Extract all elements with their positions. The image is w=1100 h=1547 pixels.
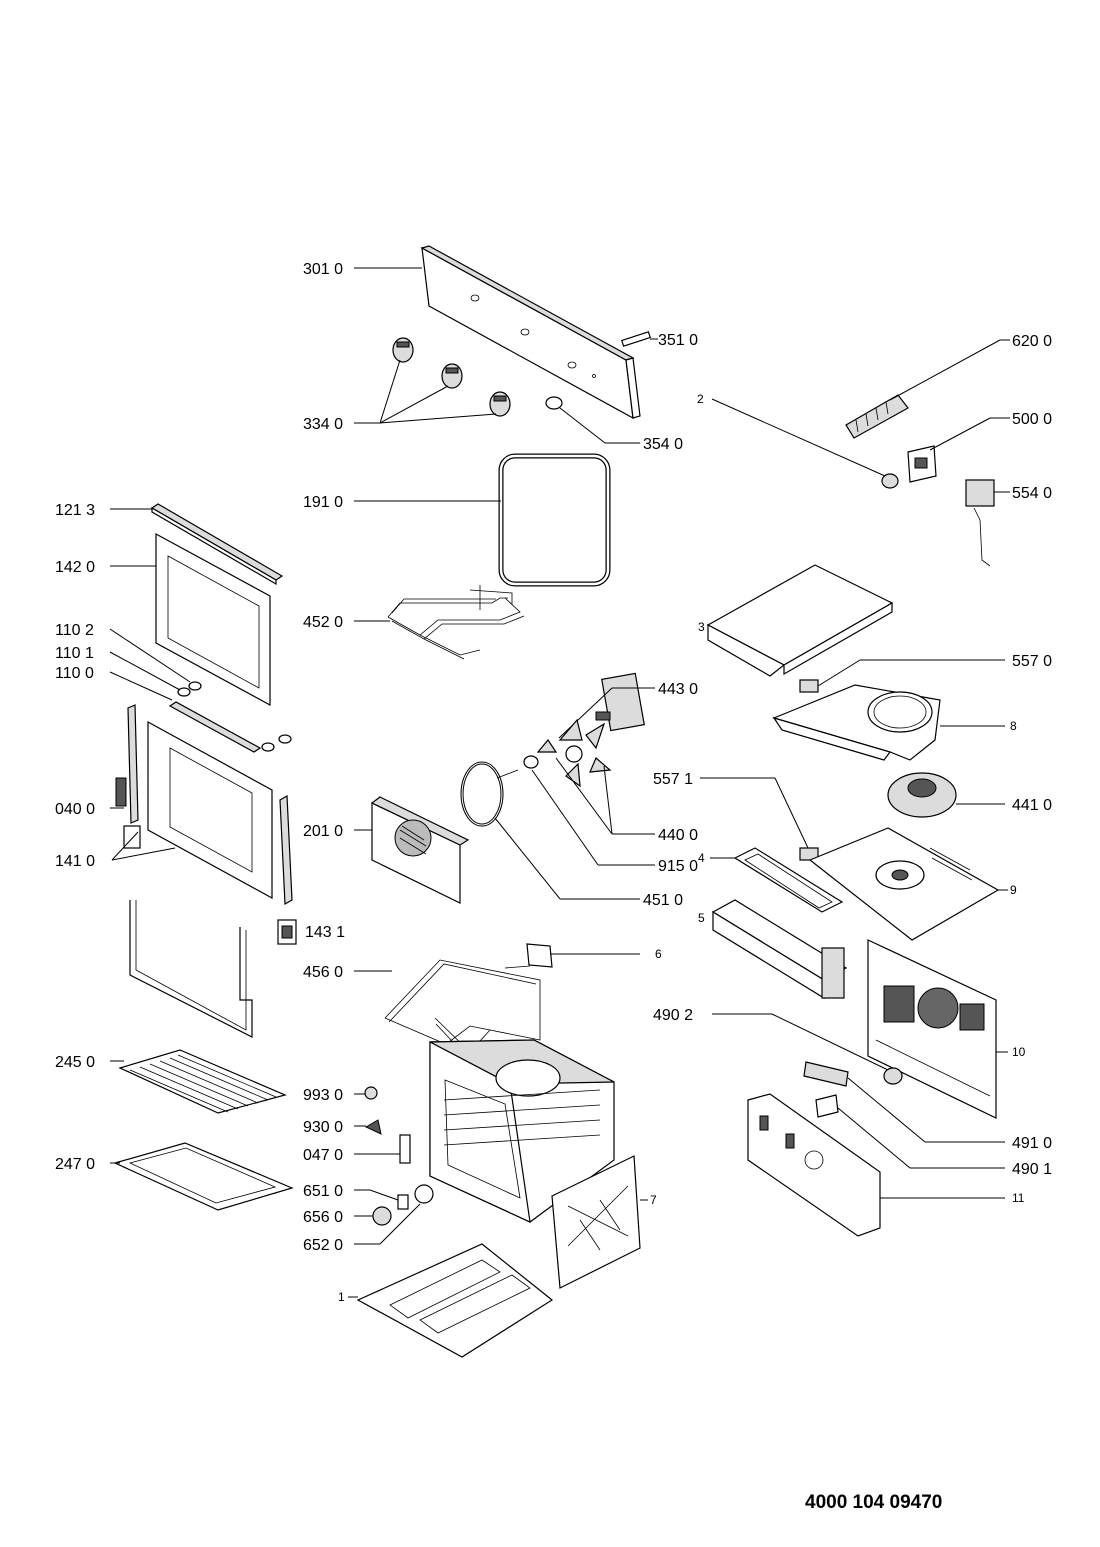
document-number: 4000 104 09470 [805,1492,943,1513]
side-duct-part [711,899,848,1000]
callout-2: 2 [697,392,704,406]
control-panel-part [420,245,641,420]
callout-354-0: 354 0 [643,436,683,453]
callout-557-0: 557 0 [1012,653,1052,670]
bracket-part [526,943,553,968]
wire-shelf-part [118,1049,287,1114]
fan-motor-part [595,672,645,732]
fan-blade-part [536,718,612,788]
callout-620-0: 620 0 [1012,333,1052,350]
callout-490-1: 490 1 [1012,1161,1052,1178]
bottom-panel-part [356,1243,554,1358]
thermal-cutout-part [799,847,819,861]
selector-switch-part [907,445,937,483]
cavity-top-panel-part [808,827,1000,941]
control-bracket-part [747,1093,881,1237]
washer-part [177,681,292,752]
callout-440-0: 440 0 [658,827,698,844]
callout-110-0: 110 0 [55,665,94,682]
callout-191-0: 191 0 [303,494,343,511]
lamp-parts [372,1184,434,1226]
callout-930-0: 930 0 [303,1119,343,1136]
door-top-strip-part [150,503,284,586]
callout-443-0: 443 0 [658,681,698,698]
grill-element-part [387,585,525,660]
button-part [545,396,563,410]
door-frame-part [129,900,253,1038]
door-clip-part [277,919,297,945]
callout-491-0: 491 0 [1012,1135,1052,1152]
thermostat-part [965,479,995,567]
callout-8: 8 [1010,719,1017,733]
callout-121-3: 121 3 [55,502,95,519]
callout-9: 9 [1010,883,1017,897]
gasket-part [498,453,611,587]
back-wall-part [867,939,997,1119]
small-fixing-parts [364,1086,411,1164]
callout-201-0: 201 0 [303,823,343,840]
callout-3: 3 [698,620,705,634]
callout-1: 1 [338,1290,345,1304]
callout-334-0: 334 0 [303,416,343,433]
pin-part [621,331,651,347]
callout-451-0: 451 0 [643,892,683,909]
callout-047-0: 047 0 [303,1147,343,1164]
callout-651-0: 651 0 [303,1183,343,1200]
callout-915-0: 915 0 [658,858,698,875]
door-switch-part [883,1067,903,1085]
callout-110-1: 110 1 [55,645,94,662]
switch-part [815,1094,839,1118]
air-duct-part [733,847,844,913]
outer-door-glass-part [155,532,271,707]
callout-5: 5 [698,911,705,925]
callout-10: 10 [1012,1045,1026,1059]
inner-door-glass-part [147,720,293,906]
callout-245-0: 245 0 [55,1054,95,1071]
callout-11: 11 [1012,1191,1025,1205]
callout-4: 4 [698,851,705,865]
ring-heating-element-part [460,761,519,827]
top-cover-part [706,564,894,677]
callout-040-0: 040 0 [55,801,95,818]
thermal-cutout-part [799,679,819,693]
oven-cavity-part [429,1039,615,1224]
callout-656-0: 656 0 [303,1209,343,1226]
callout-6: 6 [655,947,662,961]
fan-cover-part [370,796,470,904]
callout-452-0: 452 0 [303,614,343,631]
baking-tray-part [113,1142,294,1211]
cavity-back-panel-part [551,1155,641,1289]
inner-door-strip-part [168,701,262,753]
callout-500-0: 500 0 [1012,411,1052,428]
callout-301-0: 301 0 [303,261,343,278]
callout-141-0: 141 0 [55,853,95,870]
callout-142-0: 142 0 [55,559,95,576]
callout-7: 7 [650,1193,657,1207]
callout-110-2: 110 2 [55,622,94,639]
callout-490-2: 490 2 [653,1007,693,1024]
callout-557-1: 557 1 [653,771,693,788]
callout-554-0: 554 0 [1012,485,1052,502]
callout-143-1: 143 1 [305,924,345,941]
nut-part [523,755,539,769]
hinge-part [115,704,141,849]
cooling-fan-part [887,772,957,818]
callout-456-0: 456 0 [303,964,343,981]
callout-652-0: 652 0 [303,1237,343,1254]
indicator-lamp-part [881,473,899,489]
callout-247-0: 247 0 [55,1156,95,1173]
terminal-strip-part [803,1061,849,1087]
callout-993-0: 993 0 [303,1087,343,1104]
callout-441-0: 441 0 [1012,797,1052,814]
callout-351-0: 351 0 [658,332,698,349]
fan-duct-part [772,684,941,761]
terminal-block-part [845,394,909,439]
knob-part [392,337,511,417]
